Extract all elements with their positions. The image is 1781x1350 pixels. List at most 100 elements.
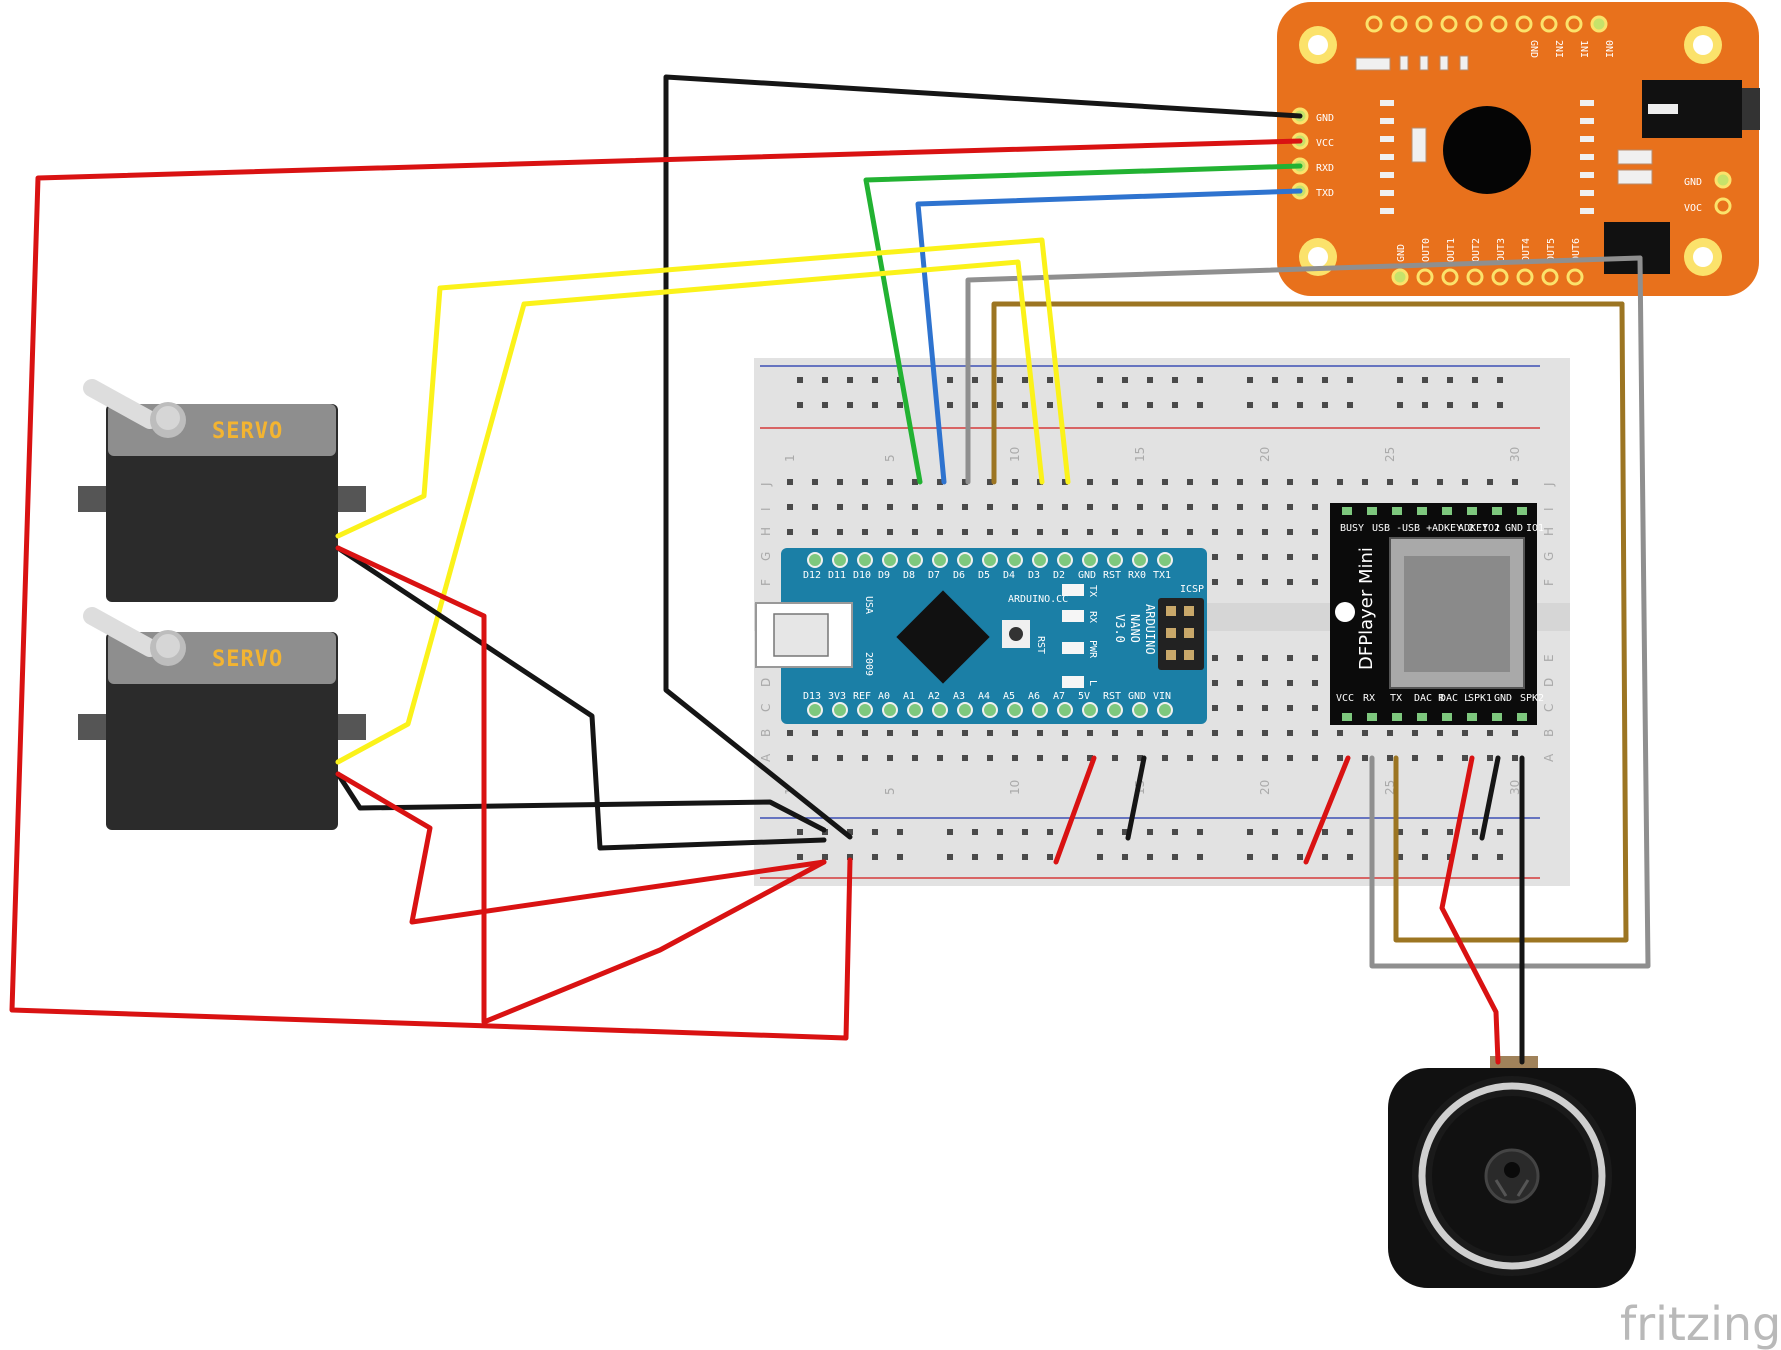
breadboard-hole: [1062, 730, 1068, 736]
arduino-board: [781, 548, 1207, 724]
icsp-pin: [1166, 628, 1176, 638]
smd-resistor: [1580, 208, 1594, 214]
breadboard-row-letters: JJIIHHGGFFEEDDCCBBAA: [759, 482, 1556, 762]
rail-hole: [797, 377, 803, 383]
arduino-name-line-2: NANO: [1128, 614, 1142, 643]
voice-pin-label-bottom: OUT0: [1421, 238, 1432, 262]
arduino-pin-bottom: [907, 702, 923, 718]
smd-resistor: [1580, 190, 1594, 196]
breadboard-hole: [1412, 755, 1418, 761]
row-letter-right: D: [1542, 678, 1556, 687]
rail-hole: [847, 402, 853, 408]
row-letter-left: G: [759, 552, 773, 561]
breadboard-hole: [1087, 529, 1093, 535]
arduino-pin-top: [1057, 552, 1073, 568]
breadboard-hole: [962, 529, 968, 535]
dfplayer-pin-label-top: BUSY: [1340, 523, 1364, 534]
rail-hole: [1297, 854, 1303, 860]
breadboard-hole: [1262, 655, 1268, 661]
arduino-pin-label-top: RX0: [1128, 570, 1146, 581]
rail-hole: [1347, 854, 1353, 860]
wire-black-servo-1: [335, 545, 827, 851]
breadboard-hole: [837, 479, 843, 485]
smd-components: [1355, 55, 1653, 214]
reset-button-cap: [1009, 627, 1023, 641]
breadboard-hole: [1337, 755, 1343, 761]
smd-resistor: [1580, 100, 1594, 106]
column-number-top: 10: [1008, 447, 1022, 462]
breadboard-hole: [1212, 655, 1218, 661]
rail-hole: [1472, 829, 1478, 835]
breadboard-hole: [887, 529, 893, 535]
breadboard-hole: [1387, 730, 1393, 736]
row-letter-right: J: [1542, 482, 1556, 487]
rail-hole: [947, 402, 953, 408]
breadboard-hole: [837, 755, 843, 761]
arduino-pin-label-top: D8: [903, 570, 915, 581]
smd-part: [1399, 55, 1409, 71]
smd-part: [1439, 55, 1449, 71]
rail-hole: [1347, 377, 1353, 383]
rail-hole: [1397, 854, 1403, 860]
breadboard-hole: [1312, 680, 1318, 686]
dfplayer-pin-bottom: [1392, 713, 1402, 721]
voice-pin-bottom: [1416, 268, 1434, 286]
rail-hole: [1347, 402, 1353, 408]
breadboard-hole: [1037, 755, 1043, 761]
breadboard-hole: [1287, 579, 1293, 585]
arduino-pin-top: [1032, 552, 1048, 568]
voice-pin-label-bottom: OUT3: [1496, 238, 1507, 262]
arduino-pin-bottom: [1157, 702, 1173, 718]
dfplayer-pin-bottom: [1517, 713, 1527, 721]
smd-resistor: [1380, 100, 1394, 106]
rail-hole: [1247, 402, 1253, 408]
rail-hole: [1422, 829, 1428, 835]
breadboard-hole: [1212, 554, 1218, 560]
microcontroller-chip: [896, 590, 990, 684]
wire-brown-top: [991, 301, 1625, 485]
voice-pin-label-left: TXD: [1316, 188, 1334, 199]
arduino-pin-label-bottom: A7: [1053, 691, 1065, 702]
side-text-year: 2009: [863, 652, 874, 676]
row-letter-left: F: [759, 579, 773, 586]
dfplayer-pin-label-bottom: SPK2: [1520, 693, 1544, 704]
usb-port: [773, 613, 829, 657]
breadboard-hole: [812, 504, 818, 510]
rail-hole: [1172, 854, 1178, 860]
breadboard-hole: [1262, 479, 1268, 485]
breadboard-hole: [1012, 479, 1018, 485]
dfplayer-pin-label-top: ADKEY 1: [1458, 523, 1500, 534]
breadboard-hole: [1137, 529, 1143, 535]
arduino-pin-top: [1082, 552, 1098, 568]
wire-red-voice-vcc: [9, 138, 1303, 1041]
arduino-pin-bottom: [807, 702, 823, 718]
breadboard-hole: [1237, 730, 1243, 736]
icsp-label: ICSP: [1180, 584, 1204, 595]
column-number-top: 30: [1508, 447, 1522, 462]
breadboard-hole: [1487, 730, 1493, 736]
voice-pin-label-top: 2NI: [1553, 40, 1564, 58]
arduino-pin-label-bottom: 3V3: [828, 691, 846, 702]
breadboard-hole: [987, 730, 993, 736]
breadboard-hole: [1162, 479, 1168, 485]
voice-pin-label-bottom: OUT6: [1571, 238, 1582, 262]
smd-part: [1411, 127, 1427, 163]
smd-resistor: [1580, 136, 1594, 142]
breadboard-hole: [1137, 755, 1143, 761]
voice-pin-bottom: [1566, 268, 1584, 286]
breadboard-hole: [1337, 730, 1343, 736]
breadboard-hole: [787, 730, 793, 736]
breadboard-hole: [1037, 504, 1043, 510]
breadboard-hole: [862, 529, 868, 535]
breadboard-hole: [1187, 529, 1193, 535]
row-letter-left: C: [759, 704, 773, 712]
breadboard-hole: [1012, 529, 1018, 535]
rst-label: RST: [1035, 636, 1046, 654]
wire-red-df-vcc: [1303, 755, 1351, 865]
breadboard-hole: [1062, 479, 1068, 485]
rail-hole: [972, 854, 978, 860]
rail-hole: [1297, 377, 1303, 383]
arduino-pin-top: [932, 552, 948, 568]
